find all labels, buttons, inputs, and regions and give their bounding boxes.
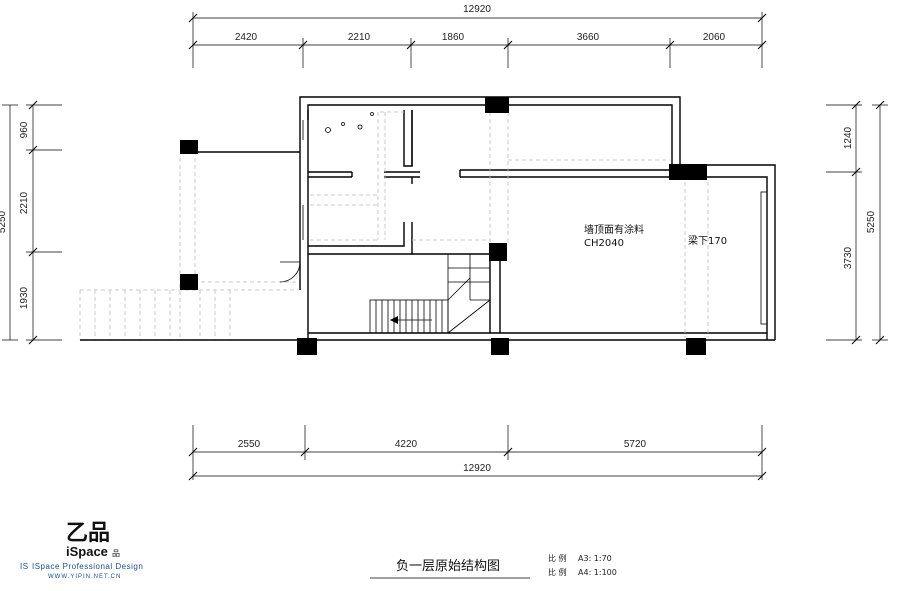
- staircase: [369, 254, 491, 334]
- top-segment-2: 2210: [348, 32, 371, 43]
- logo-url: WWW.YIPIN.NET.CN: [48, 574, 121, 580]
- top-total-dimension: 12920: [463, 4, 491, 15]
- ceiling-height-note: CH2040: [584, 238, 624, 249]
- left-segment-2: 2210: [19, 191, 30, 214]
- top-segment-5: 2060: [703, 32, 726, 43]
- column: [180, 274, 198, 290]
- scale-a4-value: A4: 1:100: [578, 568, 617, 577]
- top-segment-1: 2420: [235, 32, 258, 43]
- left-dimension-chain: 5250 960 2210 1930: [0, 100, 62, 345]
- bottom-total-dimension: 12920: [463, 463, 491, 474]
- scale-a4-label: 比 例: [548, 567, 567, 577]
- column: [180, 140, 198, 154]
- beam-note: 梁下170: [688, 234, 727, 247]
- title-block: 负一层原始结构图 比 例 A3: 1:70 比 例 A4: 1:100: [370, 553, 617, 579]
- right-segment-1: 1240: [843, 126, 854, 149]
- column: [686, 338, 706, 355]
- column: [297, 338, 317, 355]
- top-segment-3: 1860: [442, 32, 465, 43]
- right-dimension-chain: 1240 3730 5250: [826, 100, 888, 345]
- logo-brand: iSpace: [66, 544, 108, 559]
- ceiling-note: 墙顶面有涂料: [584, 223, 644, 236]
- terrace-railing: [79, 289, 298, 340]
- scale-a3-label: 比 例: [548, 553, 567, 563]
- top-segment-4: 3660: [577, 32, 600, 43]
- bottom-segment-1: 2550: [238, 439, 261, 450]
- bottom-segment-3: 5720: [624, 439, 647, 450]
- drawing-title: 负一层原始结构图: [396, 559, 500, 574]
- column: [491, 338, 509, 355]
- scale-a3-value: A3: 1:70: [578, 554, 612, 563]
- logo-mark: 乙品: [66, 521, 110, 546]
- logo-brand-suffix: 品: [112, 549, 120, 558]
- right-segment-2: 3730: [843, 246, 854, 269]
- top-dimension-chain: 12920 2420 2210 1860 3660 2060: [188, 4, 767, 68]
- bottom-dimension-chain: 2550 4220 5720 12920: [188, 425, 767, 481]
- right-total-dimension: 5250: [866, 210, 877, 233]
- bottom-segment-2: 4220: [395, 439, 418, 450]
- column: [485, 97, 509, 113]
- logo-tagline-prefix: IS: [20, 562, 29, 571]
- left-segment-3: 1930: [19, 286, 30, 309]
- left-total-dimension: 5250: [0, 210, 8, 233]
- column: [489, 243, 507, 261]
- company-logo: 乙品 iSpace 品 IS ISpace Professional Desig…: [20, 521, 143, 580]
- left-segment-1: 960: [19, 121, 30, 138]
- column: [669, 164, 707, 180]
- logo-tagline: ISpace Professional Design: [32, 562, 143, 571]
- floor-plan: [79, 96, 776, 355]
